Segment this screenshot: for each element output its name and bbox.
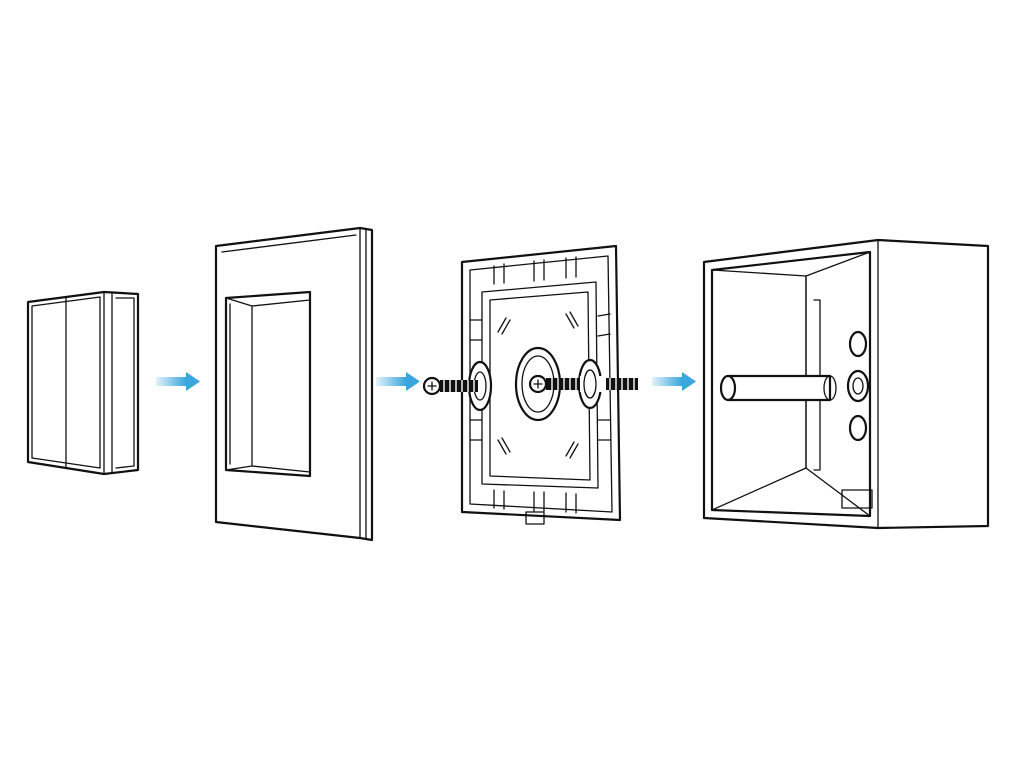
- screw-left-icon: [422, 376, 478, 396]
- rocker-switch-icon: [26, 290, 140, 476]
- arrow-2: [376, 372, 420, 391]
- arrow-3: [652, 372, 696, 391]
- screw-right-icon: [528, 369, 638, 399]
- frame-plate-icon: [214, 226, 374, 542]
- arrow-1: [156, 372, 200, 391]
- back-box-icon: [702, 238, 990, 530]
